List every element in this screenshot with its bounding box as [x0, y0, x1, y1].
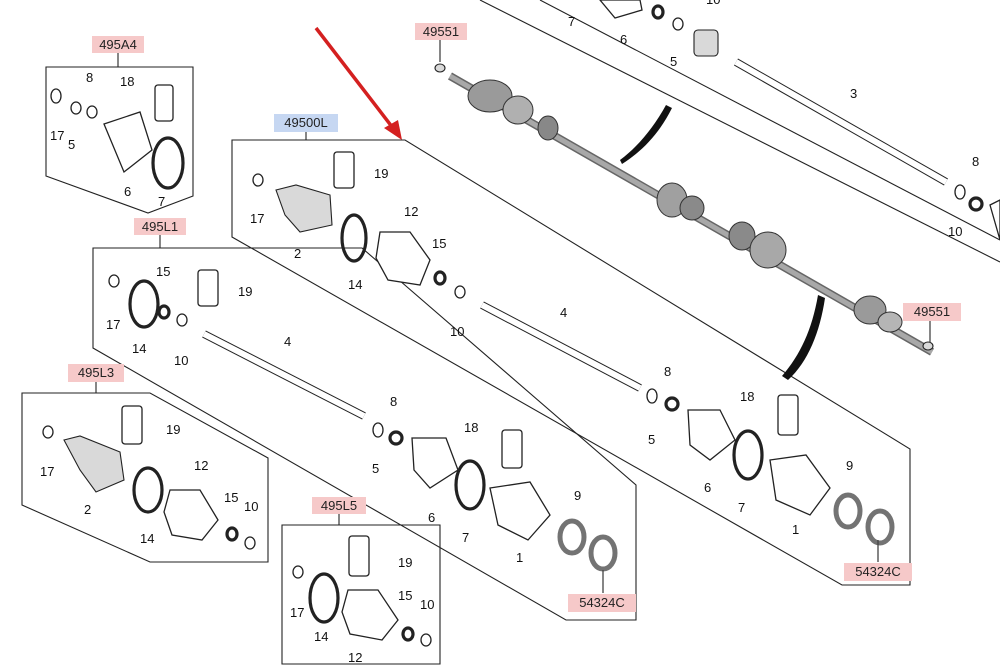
group-495L3-parts: [42, 405, 256, 550]
svg-text:15: 15: [398, 588, 412, 603]
svg-text:6: 6: [620, 32, 627, 47]
svg-text:6: 6: [428, 510, 435, 525]
svg-text:9: 9: [574, 488, 581, 503]
group-495L5-parts: [292, 535, 432, 647]
svg-text:8: 8: [86, 70, 93, 85]
svg-text:495A4: 495A4: [99, 37, 137, 52]
callout-49551-top[interactable]: 49551: [415, 23, 467, 40]
svg-text:3: 3: [850, 86, 857, 101]
group-495L1-parts: [108, 269, 618, 572]
svg-text:17: 17: [290, 605, 304, 620]
svg-text:15: 15: [224, 490, 238, 505]
callout-49500L[interactable]: 49500L: [274, 114, 338, 132]
svg-text:495L3: 495L3: [78, 365, 114, 380]
svg-text:2: 2: [84, 502, 91, 517]
svg-text:10: 10: [706, 0, 720, 7]
group-top-outline-2: [539, 0, 1000, 241]
svg-text:17: 17: [50, 128, 64, 143]
callout-495A4[interactable]: 495A4: [92, 36, 144, 53]
svg-text:54324C: 54324C: [855, 564, 901, 579]
svg-text:17: 17: [106, 317, 120, 332]
svg-text:14: 14: [348, 277, 362, 292]
svg-text:5: 5: [68, 137, 75, 152]
svg-text:17: 17: [40, 464, 54, 479]
svg-text:12: 12: [404, 204, 418, 219]
top-right-parts: [599, 0, 1000, 241]
svg-text:8: 8: [972, 154, 979, 169]
svg-text:19: 19: [238, 284, 252, 299]
svg-text:8: 8: [664, 364, 671, 379]
callout-54324C-right[interactable]: 54324C: [844, 563, 912, 581]
svg-text:495L5: 495L5: [321, 498, 357, 513]
group-495L3-outline: [21, 392, 269, 563]
svg-text:12: 12: [194, 458, 208, 473]
group-49500L-outline: [231, 139, 911, 586]
svg-text:19: 19: [166, 422, 180, 437]
svg-text:15: 15: [432, 236, 446, 251]
callout-49551-right[interactable]: 49551: [903, 303, 961, 321]
svg-text:4: 4: [284, 334, 291, 349]
svg-text:49551: 49551: [914, 304, 950, 319]
svg-text:8: 8: [390, 394, 397, 409]
svg-text:10: 10: [948, 224, 962, 239]
callout-495L3[interactable]: 495L3: [68, 364, 124, 382]
svg-text:5: 5: [372, 461, 379, 476]
svg-text:2: 2: [294, 246, 301, 261]
svg-text:49500L: 49500L: [284, 115, 327, 130]
group-top-outline: [479, 0, 1000, 263]
svg-text:7: 7: [738, 500, 745, 515]
svg-text:495L1: 495L1: [142, 219, 178, 234]
svg-text:14: 14: [132, 341, 146, 356]
svg-text:49551: 49551: [423, 24, 459, 39]
svg-text:19: 19: [374, 166, 388, 181]
svg-text:7: 7: [568, 14, 575, 29]
group-495L1-outline: [92, 247, 637, 621]
svg-text:10: 10: [420, 597, 434, 612]
svg-text:10: 10: [244, 499, 258, 514]
svg-text:10: 10: [174, 353, 188, 368]
svg-text:1: 1: [792, 522, 799, 537]
svg-text:14: 14: [314, 629, 328, 644]
svg-text:6: 6: [704, 480, 711, 495]
svg-text:18: 18: [464, 420, 478, 435]
svg-text:19: 19: [398, 555, 412, 570]
svg-text:5: 5: [670, 54, 677, 69]
svg-text:7: 7: [462, 530, 469, 545]
svg-text:54324C: 54324C: [579, 595, 625, 610]
svg-text:10: 10: [450, 324, 464, 339]
group-49500L-parts: [252, 151, 895, 546]
svg-text:14: 14: [140, 531, 154, 546]
svg-text:18: 18: [740, 389, 754, 404]
svg-text:1: 1: [516, 550, 523, 565]
svg-text:12: 12: [348, 650, 362, 665]
callout-495L1[interactable]: 495L1: [134, 218, 186, 235]
group-495A4-parts: [50, 84, 185, 190]
group-495A4-outline: [45, 66, 194, 214]
callout-54324C-left[interactable]: 54324C: [568, 594, 636, 612]
svg-text:15: 15: [156, 264, 170, 279]
part-number-labels: 8 18 17 5 6 7 19 17 2 12 15 14 10 4 8 18…: [40, 0, 979, 665]
svg-text:6: 6: [124, 184, 131, 199]
svg-text:7: 7: [158, 194, 165, 209]
pointer-arrow: [314, 26, 402, 140]
group-495L5-outline: [281, 524, 441, 665]
svg-text:5: 5: [648, 432, 655, 447]
svg-text:17: 17: [250, 211, 264, 226]
svg-text:9: 9: [846, 458, 853, 473]
callout-495L5[interactable]: 495L5: [312, 497, 366, 514]
svg-text:4: 4: [560, 305, 567, 320]
svg-text:18: 18: [120, 74, 134, 89]
assembled-driveshaft: [434, 63, 934, 380]
